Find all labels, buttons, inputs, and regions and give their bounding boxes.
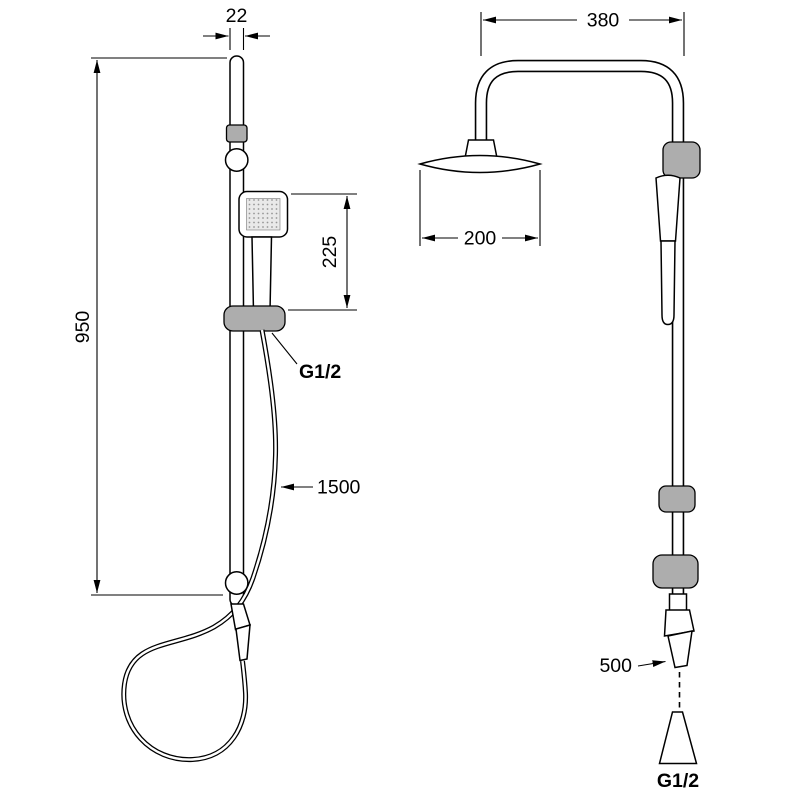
dim-label-hose-offset: 500 [599, 655, 632, 677]
connector-elbow-side [663, 609, 695, 637]
dim-arm-width: 380 [480, 10, 685, 56]
dim-hose-offset: 500 [599, 655, 666, 677]
head-disc [417, 154, 543, 174]
dim-hose-length: 1500 [281, 477, 361, 499]
dim-label-head-diameter: 200 [464, 228, 497, 250]
connection-thread-label-left: G1/2 [299, 361, 341, 383]
hand-shower [238, 190, 289, 312]
front-view: 22 950 225 [72, 5, 361, 763]
dim-label-hose-length: 1500 [317, 477, 361, 499]
connection-label-left: G1/2 [271, 332, 341, 383]
handshower-bracket [662, 141, 701, 179]
rail-knob-top [224, 148, 249, 172]
dim-label-rail-width: 22 [226, 5, 248, 27]
inlet-cone [658, 711, 698, 765]
rail-collar [225, 124, 248, 143]
connector-nipple-side [667, 630, 693, 669]
dim-total-height: 950 [72, 57, 227, 596]
wall-bracket [652, 554, 699, 589]
dim-label-handshower-length: 225 [319, 236, 341, 269]
dim-head-diameter: 200 [419, 170, 541, 250]
pipe-slider [658, 485, 696, 513]
connector-joint [668, 593, 688, 612]
shower-hose [121, 329, 279, 763]
handshower-handle [251, 236, 273, 312]
connector-nipple [235, 623, 251, 662]
hand-shower-side [655, 174, 681, 326]
handshower-side-handle [660, 240, 676, 326]
slider-holder [223, 305, 286, 332]
dim-label-total-height: 950 [72, 311, 94, 344]
hose-connector [663, 593, 695, 669]
bottom-connector [230, 603, 251, 662]
dim-handshower-length: 225 [288, 193, 357, 311]
handshower-spray-face [246, 198, 281, 231]
shower-pipe [474, 59, 685, 612]
rail-knob-bottom [224, 571, 249, 595]
connection-thread-label-right: G1/2 [657, 770, 699, 792]
rain-shower-head [417, 139, 543, 174]
dim-rail-width: 22 [203, 5, 270, 50]
handshower-side-head [655, 174, 681, 242]
dim-label-arm-width: 380 [587, 10, 620, 32]
side-view: 380 200 [417, 10, 701, 792]
